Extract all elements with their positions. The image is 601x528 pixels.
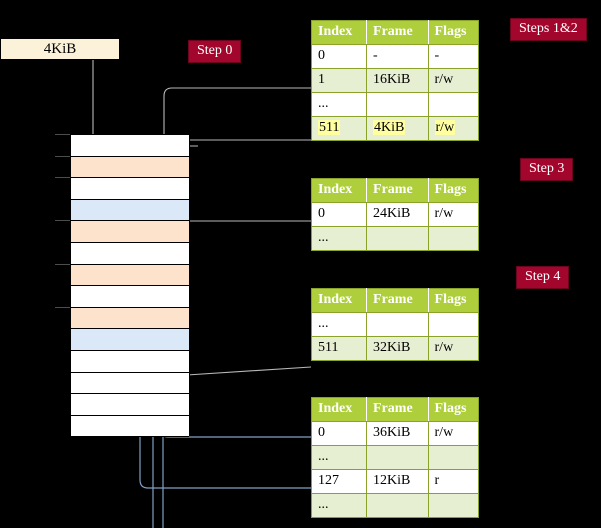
page-table-cell-index: ... [310, 445, 368, 470]
memory-frame-row [71, 135, 189, 157]
badge-step-3-label: Step 3 [529, 161, 565, 176]
column-header-index: Index [311, 20, 368, 45]
page-table-cell-flags: r/w [427, 421, 480, 446]
page-table-cell-frame: 16KiB [366, 68, 429, 93]
page-table-cell-flags: - [427, 44, 480, 69]
column-header-flags: Flags [428, 20, 480, 45]
page-table-cell-flags: r/w [427, 202, 480, 227]
memory-grid-tick [55, 306, 70, 308]
memory-frame-row [71, 156, 189, 179]
column-header-frame: Frame [366, 20, 429, 45]
page-table-cell-index: ... [310, 226, 368, 251]
page-table-cell-flags: r/w [427, 336, 480, 361]
page-table-cell-flags [427, 312, 480, 337]
column-header-frame: Frame [366, 397, 429, 422]
memory-frame-row [71, 329, 189, 351]
badge-steps-1-2-label: Steps 1&2 [519, 21, 578, 36]
column-header-flags: Flags [428, 178, 480, 203]
page-table-cell-frame: 4KiB [366, 116, 429, 141]
page-table-cell-index: 511 [310, 336, 368, 361]
memory-grid-tick [55, 134, 70, 135]
source-frame-box: 4KiB [0, 38, 120, 60]
page-table-cell-index: 0 [310, 202, 368, 227]
page-table-cell-frame: 24KiB [366, 202, 429, 227]
wire-level3-route [178, 312, 312, 376]
page-table-cell-flags: r/w [427, 116, 480, 141]
page-table-cell-frame [366, 493, 429, 518]
page-table-cell-index: ... [310, 312, 368, 337]
column-header-frame: Frame [366, 288, 429, 313]
page-table-cell-index: 0 [310, 421, 368, 446]
memory-frame-row [71, 243, 189, 265]
page-table-cell-frame: - [366, 44, 429, 69]
page-table-cell-frame [366, 312, 429, 337]
page-table-row: ... [310, 226, 480, 251]
memory-frame-row [71, 394, 189, 416]
memory-frame-row [71, 415, 189, 438]
source-frame-label: 4KiB [43, 40, 77, 57]
column-header-index: Index [311, 288, 368, 313]
page-table-cell-flags [427, 445, 480, 470]
page-table-cell-index: ... [310, 92, 368, 117]
column-header-index: Index [311, 178, 368, 203]
page-table-cell-flags [427, 226, 480, 251]
page-table-cell-index: 0 [310, 44, 368, 69]
memory-grid-tick [55, 263, 70, 265]
page-table-cell-index: 511 [310, 116, 368, 141]
memory-frame-row [71, 286, 189, 308]
page-table-row: ... [310, 312, 480, 337]
badge-step-4-label: Step 4 [525, 269, 561, 284]
page-table-row: ... [310, 445, 480, 470]
memory-frame-row [71, 372, 189, 395]
memory-grid-tick [55, 177, 70, 179]
page-table-cell-flags: r [427, 469, 480, 494]
page-table-cell-frame [366, 92, 429, 117]
page-table-cell-index: ... [310, 493, 368, 518]
page-table-cell-flags: r/w [427, 68, 480, 93]
page-table-row: ... [310, 92, 480, 117]
page-table-cell-frame [366, 226, 429, 251]
page-table-cell-index: 127 [310, 469, 368, 494]
page-table-row: ... [310, 493, 480, 518]
page-table-row: 0-- [310, 44, 480, 69]
page-table-cell-index: 1 [310, 68, 368, 93]
column-header-flags: Flags [428, 288, 480, 313]
page-table-cell-flags [427, 493, 480, 518]
page-table-cell-frame [366, 445, 429, 470]
memory-frame-row [71, 351, 189, 373]
page-table-cell-frame: 12KiB [366, 469, 429, 494]
memory-frame-row [71, 199, 189, 222]
column-header-index: Index [311, 397, 368, 422]
memory-frame-row [71, 178, 189, 200]
page-table-cell-frame: 32KiB [366, 336, 429, 361]
page-table-cell-frame: 36KiB [366, 421, 429, 446]
badge-step-4: Step 4 [516, 266, 570, 289]
memory-grid-tick [55, 155, 70, 157]
badge-steps-1-2: Steps 1&2 [510, 18, 587, 41]
column-header-frame: Frame [366, 178, 429, 203]
memory-frame-row [71, 307, 189, 330]
memory-grid-tick [55, 220, 70, 222]
physical-memory-grid [70, 134, 190, 438]
memory-frame-row [71, 264, 189, 287]
page-table-cell-flags [427, 92, 480, 117]
wire-level3-out [180, 322, 311, 378]
badge-step-0: Step 0 [188, 40, 242, 63]
memory-frame-row [71, 221, 189, 243]
column-header-flags: Flags [428, 397, 480, 422]
badge-step-3: Step 3 [520, 158, 574, 181]
badge-step-0-label: Step 0 [197, 43, 233, 58]
